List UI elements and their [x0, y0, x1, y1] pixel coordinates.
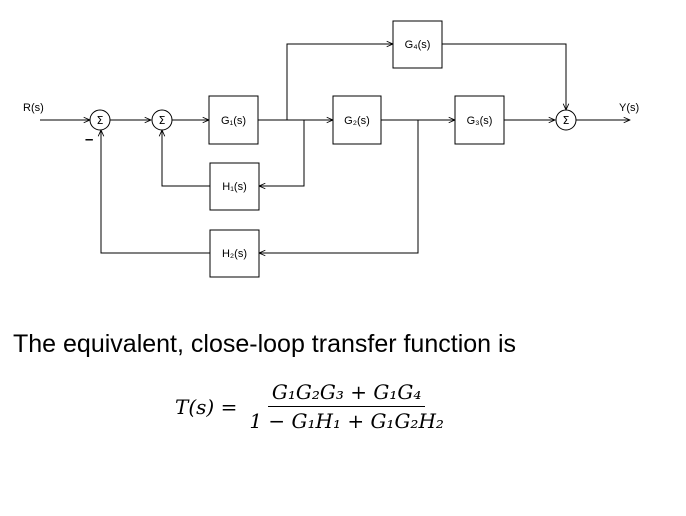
- block-diagram: Σ Σ Σ – G₁(s) G₂(s) G₃(s) G₄(s) H₁(s) H₂…: [23, 20, 639, 278]
- input-label: R(s): [23, 102, 44, 114]
- block-g2-label: G₂(s): [344, 115, 370, 127]
- block-g4: G₄(s): [392, 20, 443, 69]
- output-label: Y(s): [619, 102, 639, 114]
- summing-junction-2: Σ: [151, 109, 173, 131]
- block-g3: G₃(s): [454, 95, 505, 145]
- h1-pickoff-wire: [259, 120, 305, 186]
- transfer-function-formula: T(s) = G₁G₂G₃ + G₁G₄ 1 − G₁H₁ + G₁G₂H₂: [175, 380, 448, 433]
- summing-junction-1: Σ: [89, 109, 111, 131]
- sum-symbol: Σ: [563, 114, 570, 127]
- formula-fraction: G₁G₂G₃ + G₁G₄ 1 − G₁H₁ + G₁G₂H₂: [245, 380, 448, 433]
- sum-symbol: Σ: [159, 114, 166, 127]
- summing-junction-3: Σ: [555, 109, 577, 131]
- block-g3-label: G₃(s): [467, 115, 493, 127]
- block-g2: G₂(s): [332, 95, 382, 145]
- block-g1: G₁(s): [208, 95, 259, 145]
- minus-sign: –: [85, 131, 93, 148]
- block-h2: H₂(s): [209, 229, 260, 278]
- block-g1-label: G₁(s): [221, 115, 246, 127]
- sum-symbol: Σ: [97, 114, 104, 127]
- formula-numerator: G₁G₂G₃ + G₁G₄: [267, 380, 426, 407]
- transfer-function-statement: The equivalent, close-loop transfer func…: [13, 330, 517, 358]
- h1-to-sum2-wire: [162, 130, 210, 187]
- block-h1: H₁(s): [209, 162, 260, 211]
- g4-branch-wire: [286, 44, 393, 120]
- g4-to-sum3-wire: [442, 43, 566, 110]
- formula-denominator: 1 − G₁H₁ + G₁G₂H₂: [249, 409, 444, 433]
- h2-to-sum1-wire: [101, 130, 210, 254]
- formula-lhs: T(s) =: [175, 394, 238, 419]
- block-h2-label: H₂(s): [222, 248, 247, 260]
- block-g4-label: G₄(s): [405, 39, 431, 51]
- h2-pickoff-wire: [259, 120, 419, 253]
- block-h1-label: H₁(s): [222, 181, 246, 193]
